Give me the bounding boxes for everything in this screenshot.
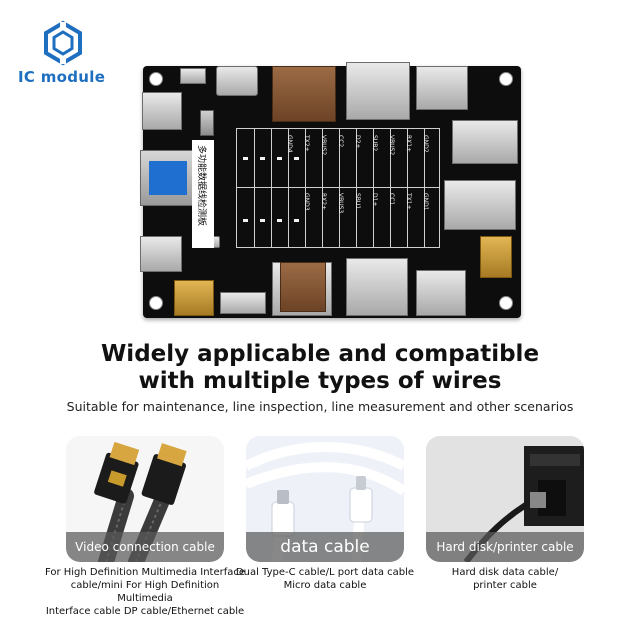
board-title-text: 多功能数据线检测板: [196, 145, 206, 227]
displayport-port-bottom: [280, 262, 326, 312]
usb3-port-blue: [140, 150, 196, 206]
card-caption-printer: Hard disk data cable/ printer cable: [430, 566, 580, 592]
board-title-silkscreen: 多功能数据线检测板: [192, 140, 214, 248]
mount-hole: [499, 72, 513, 86]
pin-label: GND3: [303, 193, 310, 211]
pin-label: CC2: [337, 135, 344, 148]
card-caption-video: For High Definition Multimedia Interface…: [44, 566, 246, 618]
pin-label: D2+: [354, 135, 361, 149]
headline-line-1: Widely applicable and compatible: [100, 341, 540, 367]
mount-hole: [149, 72, 163, 86]
usb-a-port-left-top: [142, 92, 182, 130]
card-data-cable: data cable: [246, 436, 404, 562]
caption-line: Hard disk data cable/: [451, 567, 559, 578]
pin-label: CC1: [388, 193, 395, 206]
usb-a-port-bottom: [346, 258, 408, 316]
mini-usb-port: [174, 280, 214, 316]
brand-name: IC module: [18, 68, 106, 86]
displayport-port: [272, 66, 336, 122]
pin-label: VBUS3: [337, 193, 344, 214]
sata-port: [444, 180, 516, 230]
usb-a-port-left-bottom: [140, 236, 182, 272]
card-label: Hard disk/printer cable: [426, 532, 584, 562]
mini-hdmi-port: [480, 236, 512, 278]
pin-label: TX2+: [303, 135, 310, 152]
pin-label: SBU1: [354, 193, 361, 210]
pin-label: D1+: [371, 193, 378, 207]
micro-usb-port-bottom: [220, 292, 266, 314]
caption-line: For High Definition Multimedia Interface: [44, 567, 246, 578]
pin-label: RX1+: [405, 135, 412, 153]
caption-line: cable/mini For High Definition Multimedi…: [70, 580, 220, 604]
pin-label: RX2+: [320, 193, 327, 211]
pin-label: VBUS2: [320, 135, 327, 156]
pin-label: GND4: [286, 135, 293, 153]
card-caption-data: Dual Type-C cable/L port data cable Micr…: [228, 566, 422, 592]
usb-c-port-bottom: [416, 270, 466, 316]
caption-line: Dual Type-C cable/L port data cable: [235, 567, 415, 578]
pin-label: SUB2: [371, 135, 378, 152]
caption-line: Micro data cable: [283, 580, 367, 591]
pin-label-grid: GND2 RX1+ VBUS2 SUB2 D2+ CC2 VBUS2 TX2+ …: [236, 128, 440, 248]
card-video-cable: Video connection cable: [66, 436, 224, 562]
hdmi-port-top: [346, 62, 410, 120]
hexagon-logo-icon: [44, 20, 82, 66]
caption-line: printer cable: [473, 580, 537, 591]
card-label: data cable: [246, 532, 404, 562]
pin-label: GND2: [422, 135, 429, 153]
headline-line-2: with multiple types of wires: [138, 368, 502, 394]
usb-c-port: [216, 66, 258, 96]
pin-label: VBUS2: [388, 135, 395, 156]
card-printer-cable: Hard disk/printer cable: [426, 436, 584, 562]
mount-hole: [149, 296, 163, 310]
usb-c-port-top-right: [416, 66, 468, 110]
card-label: Video connection cable: [66, 532, 224, 562]
pin-label: TX1+: [405, 193, 412, 210]
switch: [200, 110, 214, 136]
subtitle: Suitable for maintenance, line inspectio…: [66, 399, 574, 414]
micro-usb-port: [180, 68, 206, 84]
mount-hole: [499, 296, 513, 310]
usb-b-port: [452, 120, 518, 164]
pin-label: GND1: [422, 193, 429, 211]
caption-line: Interface cable DP cable/Ethernet cable: [45, 606, 245, 617]
